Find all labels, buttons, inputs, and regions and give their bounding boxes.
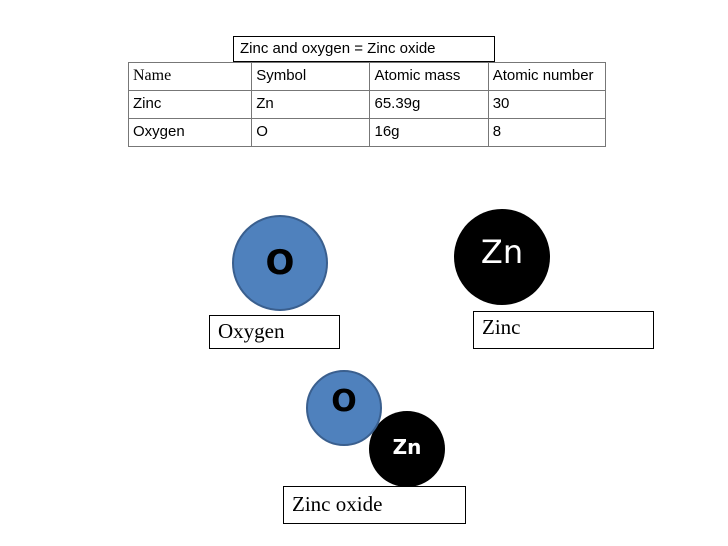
zinc-label: Zinc [473, 311, 654, 349]
oxygen-atom-symbol: O [265, 243, 295, 283]
compound-oxygen-symbol: O [331, 383, 357, 419]
zinc-oxide-label: Zinc oxide [283, 486, 466, 524]
cell-name: Zinc [127, 90, 253, 119]
header-name: Name [127, 62, 253, 91]
compound-zinc-atom: Zn [369, 411, 445, 487]
cell-atomic-mass: 65.39g [369, 90, 489, 119]
header-atomic-number: Atomic number [487, 62, 607, 91]
diagram-title: Zinc and oxygen = Zinc oxide [233, 36, 495, 62]
cell-symbol: O [251, 118, 371, 147]
header-symbol: Symbol [251, 62, 371, 91]
oxygen-label: Oxygen [209, 315, 340, 349]
zinc-atom-symbol: Zn [480, 233, 524, 271]
header-atomic-mass: Atomic mass [369, 62, 489, 91]
compound-zinc-symbol: Zn [392, 435, 422, 459]
oxygen-atom: O [232, 215, 328, 311]
element-table: Name Symbol Atomic mass Atomic number Zi… [127, 62, 607, 147]
table-row: Oxygen O 16g 8 [127, 118, 607, 147]
table-row: Zinc Zn 65.39g 30 [127, 90, 607, 119]
cell-name: Oxygen [127, 118, 253, 147]
zinc-atom: Zn [454, 209, 550, 305]
cell-symbol: Zn [251, 90, 371, 119]
cell-atomic-number: 8 [487, 118, 607, 147]
cell-atomic-mass: 16g [369, 118, 489, 147]
cell-atomic-number: 30 [487, 90, 607, 119]
compound-oxygen-atom: O [306, 370, 382, 446]
table-header-row: Name Symbol Atomic mass Atomic number [127, 62, 607, 91]
